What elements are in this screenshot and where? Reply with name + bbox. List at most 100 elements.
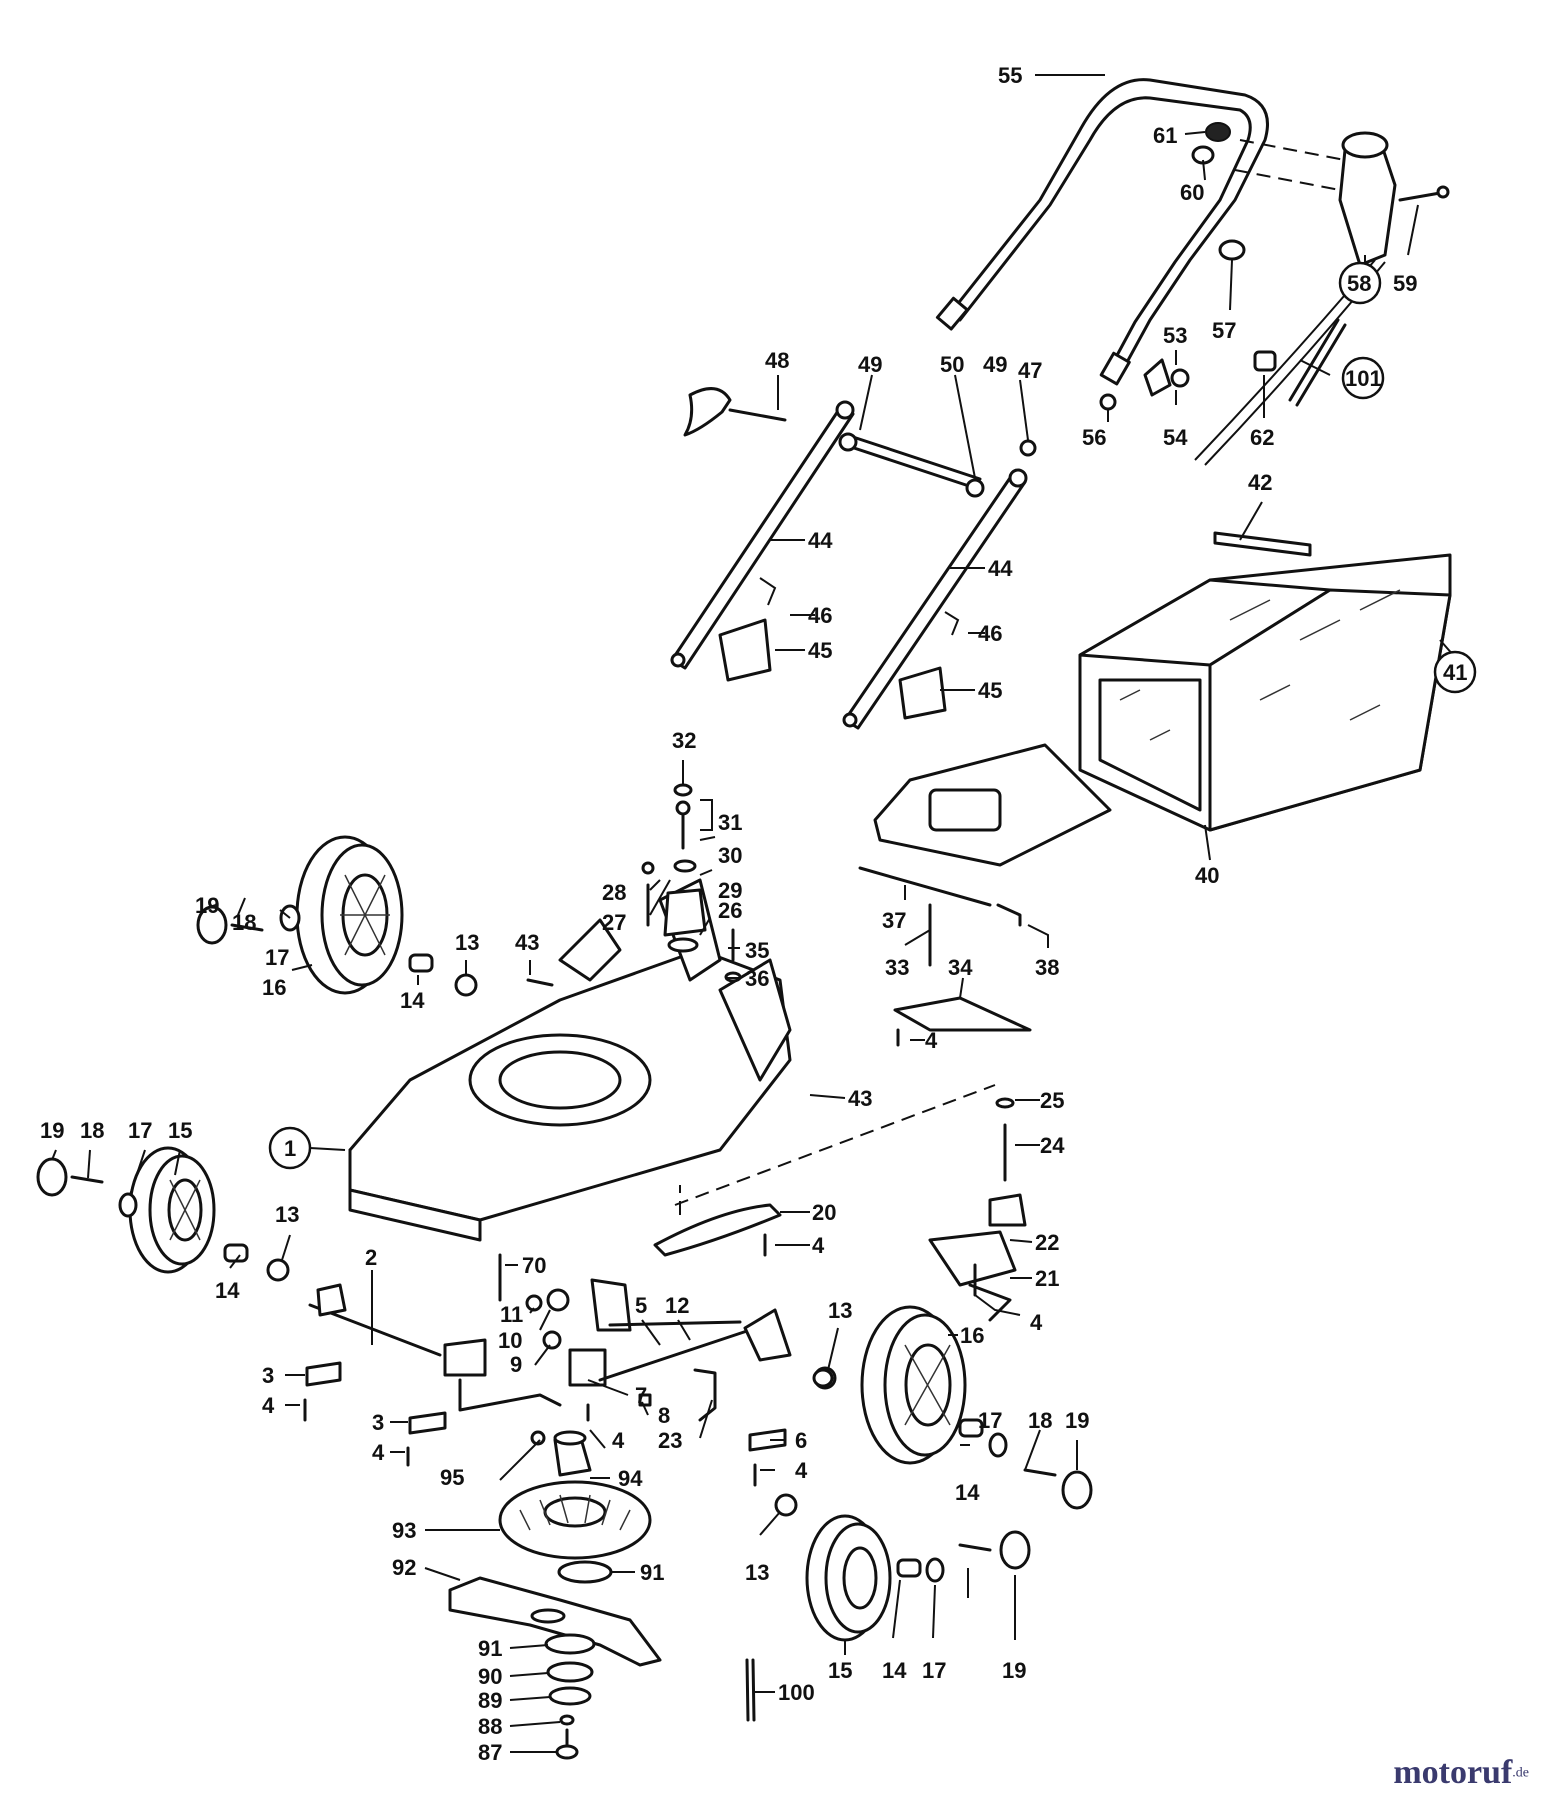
- callout-3a: 3: [262, 1363, 274, 1388]
- callout-19b: 19: [40, 1118, 64, 1143]
- motor-coupling-94-95: [530, 1430, 592, 1477]
- callout-100: 100: [778, 1680, 815, 1705]
- callout-95: 95: [440, 1465, 464, 1490]
- callout-5: 5: [635, 1293, 647, 1318]
- callout-49b: 49: [983, 352, 1007, 377]
- callout-17c: 17: [978, 1408, 1002, 1433]
- callout-13a: 13: [455, 930, 479, 955]
- callout-32: 32: [672, 728, 696, 753]
- callout-70: 70: [522, 1253, 546, 1278]
- washers-87-91: [544, 1560, 613, 1760]
- callout-43b: 43: [848, 1086, 872, 1111]
- callout-18a: 18: [232, 910, 256, 935]
- callout-circle-1: [268, 1126, 312, 1170]
- callout-40: 40: [1195, 863, 1219, 888]
- callout-33: 33: [885, 955, 909, 980]
- callout-44a: 44: [808, 528, 833, 553]
- rear-parts-33-38: [893, 903, 1032, 1047]
- upper-handle-55: [935, 78, 1269, 386]
- callout-4g: 4: [795, 1458, 808, 1483]
- callout-4c: 4: [1030, 1310, 1043, 1335]
- callout-93: 93: [392, 1518, 416, 1543]
- lower-handle-right-44: [842, 468, 1028, 730]
- callout-22: 22: [1035, 1230, 1059, 1255]
- callout-19d: 19: [1002, 1658, 1026, 1683]
- callout-23: 23: [658, 1428, 682, 1453]
- wheel-front-left-15: [128, 1146, 216, 1274]
- callout-4d: 4: [262, 1393, 275, 1418]
- callout-4f: 4: [612, 1428, 625, 1453]
- lower-handle-left-44: [670, 400, 855, 670]
- leader-lines: [51, 74, 1469, 1753]
- callout-25: 25: [1040, 1088, 1064, 1113]
- callout-labels: 55 61 60 58 59 57 101 53 54 56 62 48 49 …: [40, 63, 1477, 1765]
- callout-1: 1: [284, 1136, 296, 1161]
- callout-4e: 4: [372, 1440, 385, 1465]
- callout-60: 60: [1180, 180, 1204, 205]
- fan-93: [498, 1480, 652, 1560]
- callout-94: 94: [618, 1466, 643, 1491]
- callout-15a: 15: [168, 1118, 192, 1143]
- callout-38: 38: [1035, 955, 1059, 980]
- callout-49a: 49: [858, 352, 882, 377]
- cross-bar-50: [838, 432, 985, 498]
- callout-4b: 4: [812, 1233, 825, 1258]
- callout-57: 57: [1212, 318, 1236, 343]
- wheel-rear-right-16: [860, 1305, 967, 1465]
- callout-13b: 13: [275, 1202, 299, 1227]
- callout-61: 61: [1153, 123, 1177, 148]
- rear-flap-37: [858, 743, 1112, 907]
- callout-43a: 43: [515, 930, 539, 955]
- callout-90: 90: [478, 1664, 502, 1689]
- callout-50: 50: [940, 352, 964, 377]
- callout-19c: 19: [1065, 1408, 1089, 1433]
- callout-14a: 14: [400, 988, 425, 1013]
- callout-26: 26: [718, 898, 742, 923]
- callout-13d: 13: [745, 1560, 769, 1585]
- callout-16a: 16: [262, 975, 286, 1000]
- callout-31: 31: [718, 810, 742, 835]
- small-parts-53-54-56-62: [1099, 350, 1277, 411]
- callout-53: 53: [1163, 323, 1187, 348]
- callout-29: 29: [718, 878, 742, 903]
- callout-44b: 44: [988, 556, 1013, 581]
- callout-54: 54: [1163, 425, 1188, 450]
- callout-10: 10: [498, 1328, 522, 1353]
- callout-88: 88: [478, 1714, 502, 1739]
- grass-bag-40-42: [1078, 531, 1452, 832]
- callout-14d: 14: [882, 1658, 907, 1683]
- callout-13c: 13: [828, 1298, 852, 1323]
- callout-87: 87: [478, 1740, 502, 1765]
- watermark-suffix: .de: [1512, 1765, 1529, 1781]
- callout-35: 35: [745, 938, 769, 963]
- callout-101: 101: [1345, 366, 1382, 391]
- wheel-rear-left-16: [295, 835, 404, 995]
- callout-20: 20: [812, 1200, 836, 1225]
- callout-91a: 91: [640, 1560, 664, 1585]
- callout-14b: 14: [215, 1278, 240, 1303]
- callout-58: 58: [1347, 271, 1371, 296]
- front-parts-20-25: [653, 1097, 1027, 1322]
- switch-box-58: [1234, 131, 1397, 267]
- callout-41: 41: [1443, 660, 1467, 685]
- callout-circle-101: [1341, 356, 1385, 400]
- callout-9: 9: [510, 1352, 522, 1377]
- callout-36: 36: [745, 966, 769, 991]
- callout-circle-41: [1433, 650, 1477, 694]
- bracket-6: [748, 1428, 787, 1487]
- callout-circle-58: [1338, 261, 1382, 305]
- callout-15b: 15: [828, 1658, 852, 1683]
- callout-4a: 4: [925, 1028, 938, 1053]
- callout-17d: 17: [922, 1658, 946, 1683]
- callout-7: 7: [635, 1383, 647, 1408]
- callout-46a: 46: [808, 603, 832, 628]
- callout-18c: 18: [1028, 1408, 1052, 1433]
- axle-100: [745, 1658, 756, 1722]
- callout-27: 27: [602, 910, 626, 935]
- callout-14c: 14: [955, 1480, 980, 1505]
- watermark-logo: motoruf.de: [1393, 1754, 1529, 1792]
- clamp-45-46: [718, 577, 960, 720]
- callout-28: 28: [602, 880, 626, 905]
- callout-21: 21: [1035, 1266, 1059, 1291]
- callout-2: 2: [365, 1245, 377, 1270]
